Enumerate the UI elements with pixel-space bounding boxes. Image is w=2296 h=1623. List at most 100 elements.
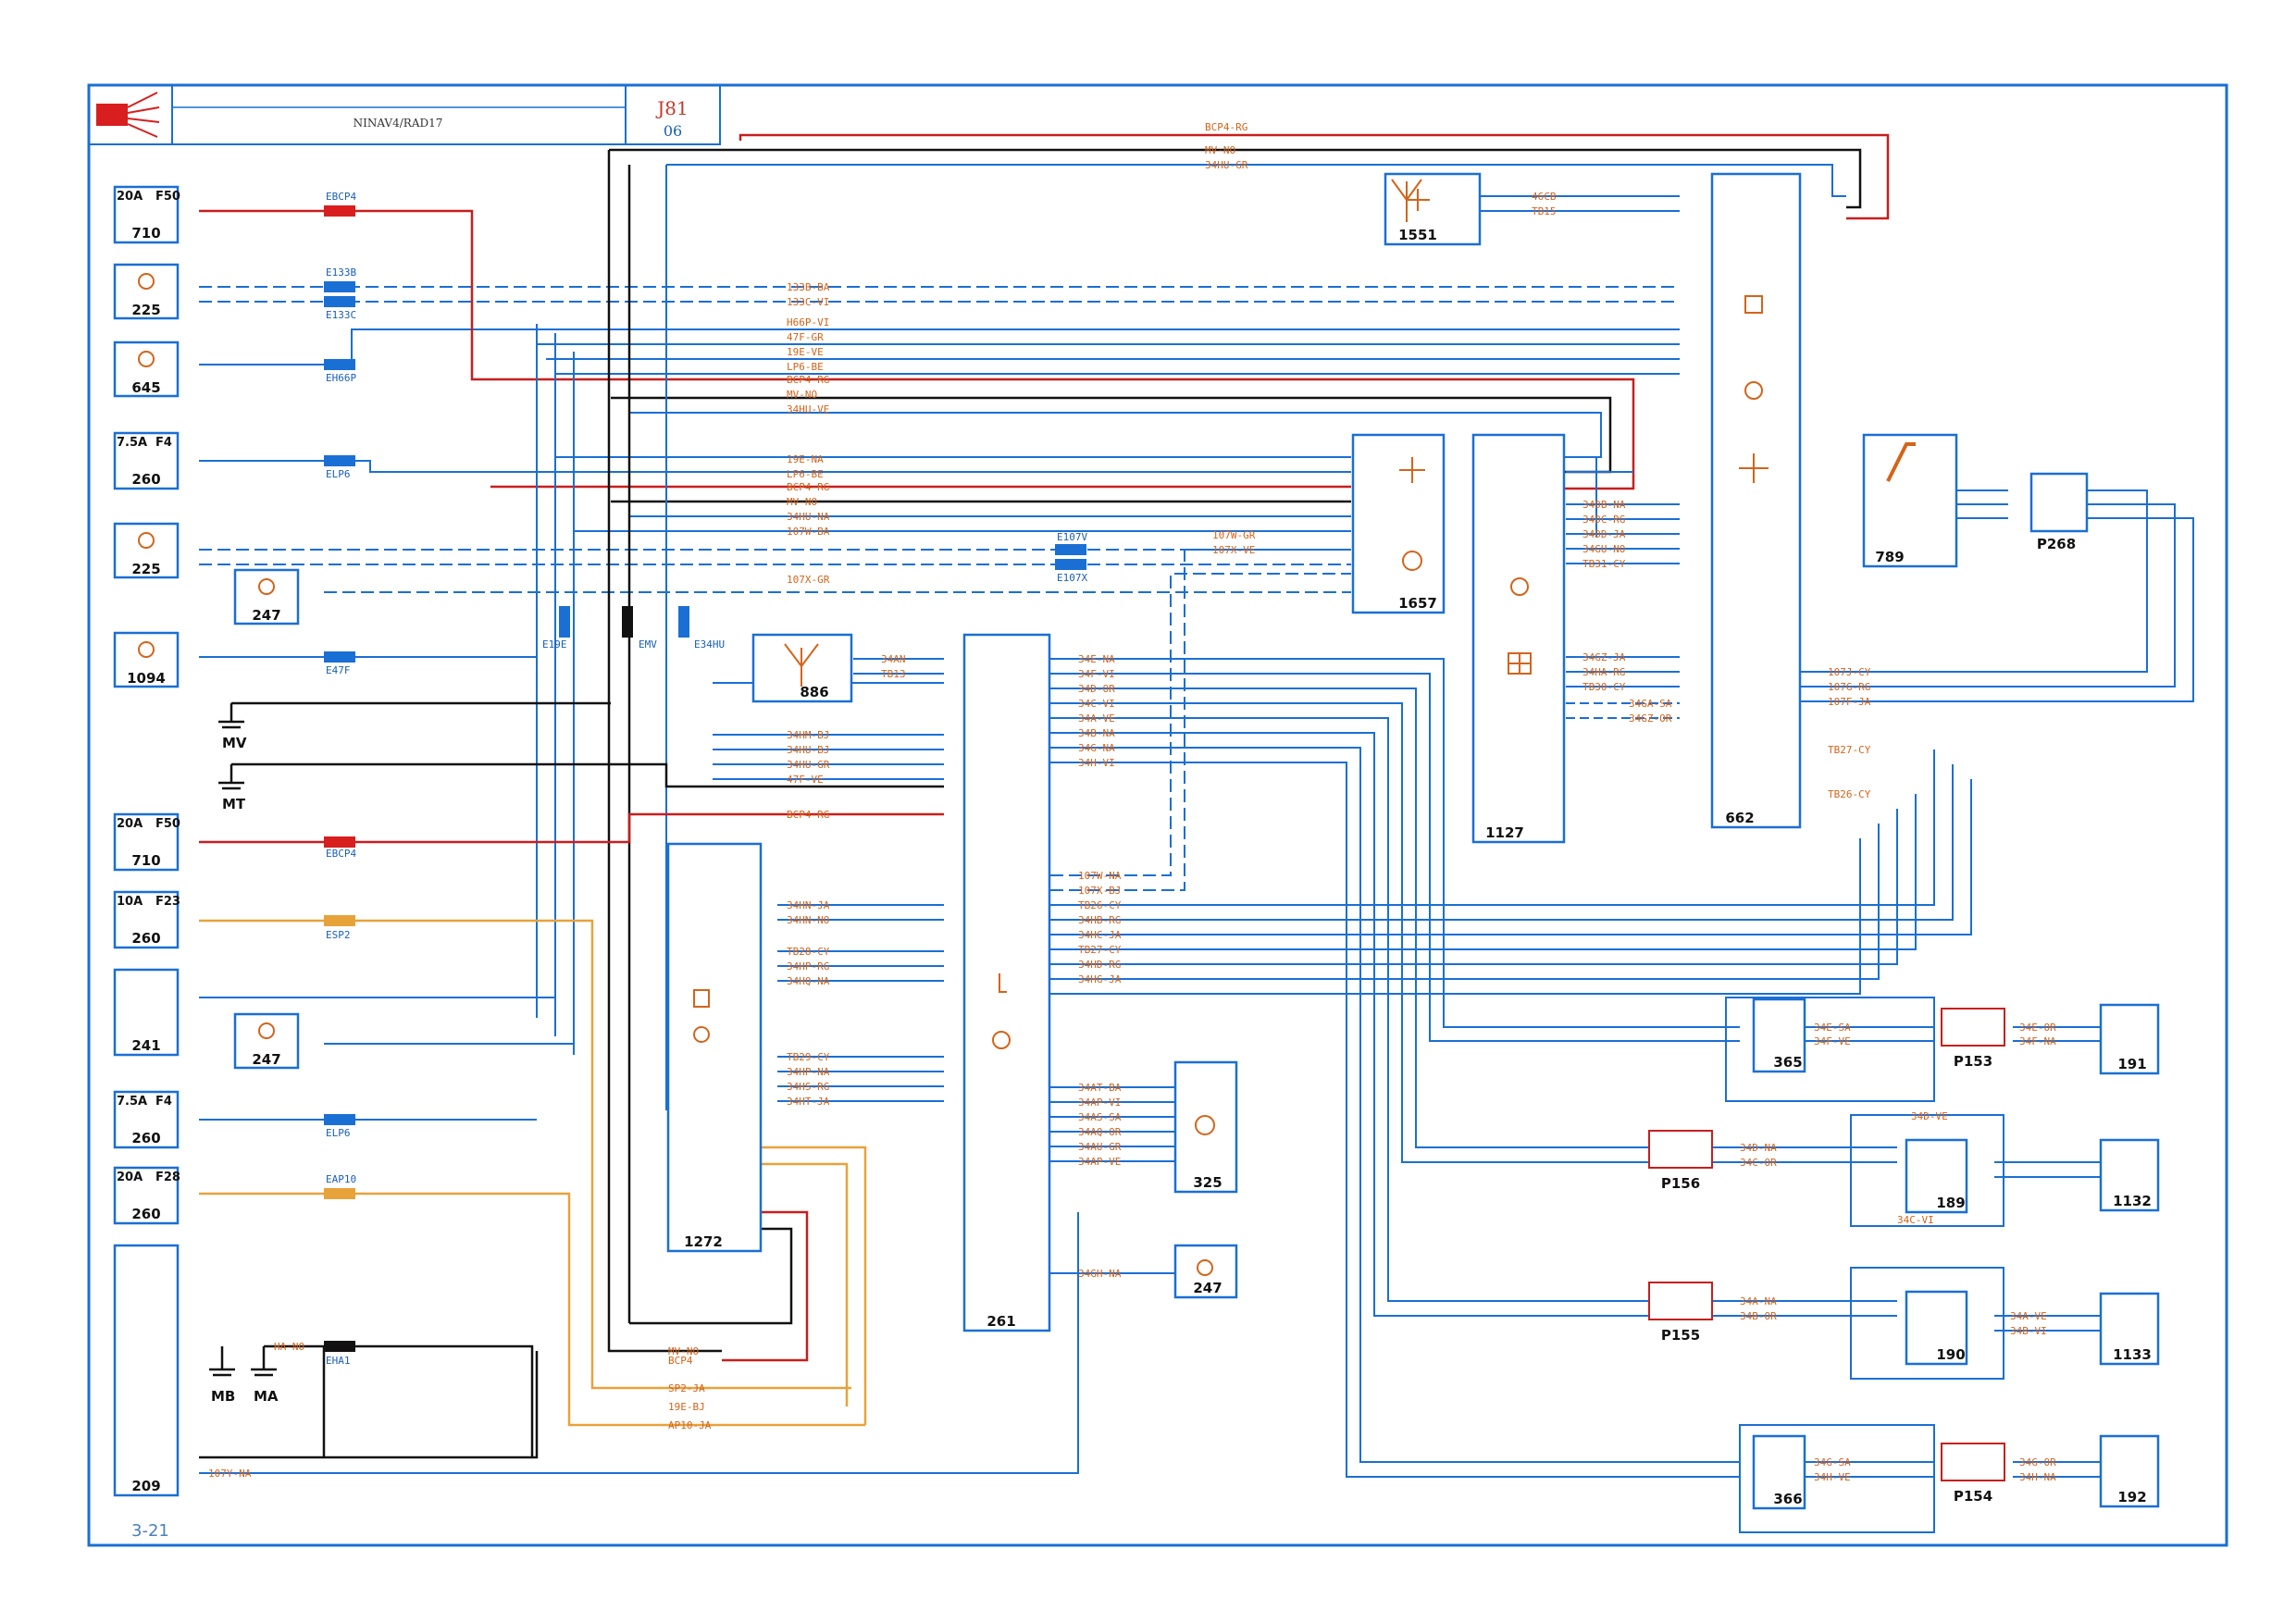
ground-label: MA	[254, 1388, 279, 1405]
fuse-id: F23	[155, 895, 180, 909]
component-label: 225	[131, 561, 160, 577]
wire-label: 107W-NA	[1078, 870, 1122, 882]
wire-label: 34E-NA	[1078, 653, 1115, 665]
icons	[138, 179, 1916, 1276]
splice-label: EAP10	[326, 1173, 356, 1185]
wire-label: 34DC-RG	[1582, 514, 1625, 526]
wire-label: 34C-VI	[1078, 698, 1115, 710]
component-p268	[2029, 472, 2089, 533]
wire-label: TB28-CY	[787, 946, 830, 958]
ground-mv-icon	[218, 703, 244, 729]
grounds	[209, 703, 277, 1377]
connector-p154	[1941, 1443, 2005, 1481]
wire-label: LP6-BE	[787, 361, 824, 373]
fuse-id: F4	[155, 1095, 172, 1109]
header: NINAV4/RAD17 J81 06	[88, 84, 721, 145]
splices	[324, 205, 1086, 1352]
wire-label: 34G-OR	[2019, 1456, 2056, 1468]
fuse-rating: 20A	[117, 1171, 143, 1184]
wire-label: 34G-NA	[1078, 742, 1115, 754]
module-icon	[138, 532, 155, 549]
splice-eh66p	[324, 359, 355, 370]
module-icon	[992, 1031, 1011, 1049]
ground-label: MB	[211, 1388, 235, 1405]
module-icon	[258, 1022, 275, 1039]
splice-label: ELP6	[326, 468, 351, 480]
wire-label: 34D-NA	[1740, 1142, 1777, 1154]
component-261	[962, 633, 1051, 1332]
splice-e133b	[324, 281, 355, 292]
wire-label: 34HU-GR	[1205, 159, 1248, 171]
wire-label: TB26-CY	[1078, 899, 1122, 911]
module-icon	[1744, 381, 1763, 400]
wire-label: BCP4-RG	[787, 374, 829, 386]
wire-label: 34AP-VI	[1078, 1096, 1121, 1109]
splice-label: E19E	[542, 638, 567, 650]
component-label: 192	[2117, 1489, 2146, 1505]
wire-label: 34HM-BJ	[787, 729, 829, 741]
module-icon	[138, 641, 155, 658]
ground-ma-icon	[251, 1346, 277, 1377]
wire-label: 34G-SA	[1814, 1456, 1851, 1468]
component-label: 189	[1936, 1195, 1965, 1211]
component-label: 662	[1725, 810, 1754, 826]
splice-e19e	[559, 606, 570, 638]
lever-icon	[1886, 442, 1916, 482]
component-645	[113, 341, 180, 398]
component-190	[1905, 1290, 1968, 1366]
wire-label: 107X-VE	[1212, 544, 1255, 556]
splice-eap10	[324, 1188, 355, 1199]
wire-labels: BCP4-RG MV-NO 34HU-GR 133B-BA 133C-VI H6…	[208, 121, 2056, 1483]
wire-label: 34GZ-JA	[1582, 651, 1626, 663]
component-label: 225	[131, 302, 160, 318]
ground-label: MV	[222, 735, 247, 751]
component-1272	[666, 842, 763, 1253]
wire-label: 34F-VI	[1078, 668, 1115, 680]
fuse-rating: 10A	[117, 895, 143, 909]
component-710b	[113, 812, 180, 872]
wire-label: 34DB-NA	[1582, 499, 1626, 511]
wire-label: 34D-OR	[1078, 683, 1115, 695]
component-label: 1133	[2113, 1346, 2152, 1363]
wire-label: 34HG-JA	[1078, 973, 1122, 985]
wire-label: 34HT-JA	[787, 1096, 830, 1108]
wire-label: TB13	[881, 668, 906, 680]
note-icon	[999, 973, 1007, 993]
module-icon	[1195, 1115, 1215, 1135]
connector-p153	[1941, 1008, 2005, 1047]
component-label: 190	[1936, 1346, 1965, 1363]
component-label: 260	[131, 930, 160, 947]
fuse-rating: 7.5A	[117, 436, 147, 450]
splice-labels: EBCP4 E133B E133C EH66P ELP6 E47F EBCP4 …	[326, 191, 1087, 1367]
component-325	[1173, 1060, 1238, 1194]
module-icon	[693, 1026, 710, 1043]
component-label: 1657	[1398, 595, 1437, 612]
wire-label: 34GA-SA	[1629, 698, 1672, 710]
component-label: 1272	[684, 1233, 723, 1250]
wire-label: MV-NO	[1205, 144, 1235, 156]
note-icon	[693, 989, 710, 1008]
crosshair-icon	[1739, 453, 1769, 483]
component-label: P268	[2037, 536, 2076, 552]
component-label: 209	[131, 1478, 160, 1494]
pin-connectors	[1648, 1008, 2005, 1481]
wire-label: 47F-GR	[787, 331, 824, 343]
component-1657	[1351, 433, 1446, 614]
component-789	[1862, 433, 1958, 568]
component-label: 886	[800, 684, 828, 700]
component-label: 260	[131, 1206, 160, 1222]
component-191	[2099, 1003, 2160, 1075]
fuse-id: F28	[155, 1171, 180, 1184]
wire-label: 107W-GR	[1212, 529, 1256, 541]
wire-label: 34F-NA	[2019, 1035, 2056, 1047]
splice-elp6-2	[324, 1114, 355, 1125]
splice-label: ELP6	[326, 1127, 351, 1139]
splice-label: E133C	[326, 309, 356, 321]
component-label: 365	[1773, 1054, 1802, 1071]
wire-label: 107G-RG	[1828, 681, 1870, 693]
wire-label: 34B-NA	[1078, 727, 1115, 739]
component-189	[1905, 1138, 1968, 1214]
component-label: 261	[987, 1313, 1015, 1330]
splice-label: E133B	[326, 266, 356, 279]
